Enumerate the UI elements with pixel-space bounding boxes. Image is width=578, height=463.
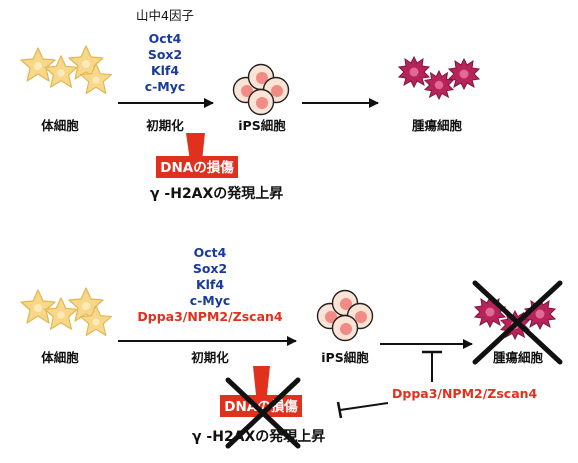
ips-cell-cluster-icon [316,289,374,342]
tumor-cell-cluster-icon [398,56,480,100]
factor-klf4: Klf4 [196,277,224,292]
factors-title: 山中4因子 [136,8,194,23]
inhibitor-label: Dppa3/NPM2/Zscan4 [392,386,538,401]
marker-label: γ -H2AXの発現上昇 [192,428,325,445]
damage-pointer [186,133,205,161]
damage-label: DNAの損傷 [160,159,234,176]
damage-box [156,156,238,178]
factor-c-myc: c-Myc [190,293,231,308]
factor-oct4: Oct4 [149,31,182,46]
somatic-cell-cluster-icon [20,287,112,337]
bottom-panel: 体細胞 Oct4 Sox2 Klf4 c-Myc Dppa3/NPM2/Zsca… [20,245,563,449]
damage-label: DNAの損傷 [224,398,298,415]
factor-sox2: Sox2 [148,47,182,62]
marker-label: γ -H2AXの発現上昇 [150,185,283,202]
reprogramming-label: 初期化 [146,118,184,133]
damage-blocked-cross-icon [225,377,301,449]
ips-label: iPS細胞 [321,350,369,365]
tumor-label: 腫瘍細胞 [412,118,463,133]
factor-sox2: Sox2 [193,261,227,276]
ips-cell-cluster-icon [232,63,290,116]
damage-box [220,395,302,417]
ips-label: iPS細胞 [238,118,286,133]
damage-pointer [253,366,270,395]
extra-factors: Dppa3/NPM2/Zscan4 [137,309,283,324]
damage-inhibition-tbar-icon [336,401,389,419]
tumor-label: 腫瘍細胞 [493,350,544,365]
somatic-cell-cluster-icon [20,45,112,95]
inhibition-tbar-icon [422,350,442,382]
somatic-label: 体細胞 [41,118,79,133]
factor-klf4: Klf4 [151,63,179,78]
top-panel: 体細胞 山中4因子 Oct4 Sox2 Klf4 c-Myc 初期化 iPS細胞… [20,8,480,202]
reprogramming-label: 初期化 [191,350,229,365]
tumor-blocked-cross-icon [472,280,563,365]
factor-c-myc: c-Myc [145,79,186,94]
somatic-label: 体細胞 [41,350,79,365]
factor-oct4: Oct4 [194,245,227,260]
